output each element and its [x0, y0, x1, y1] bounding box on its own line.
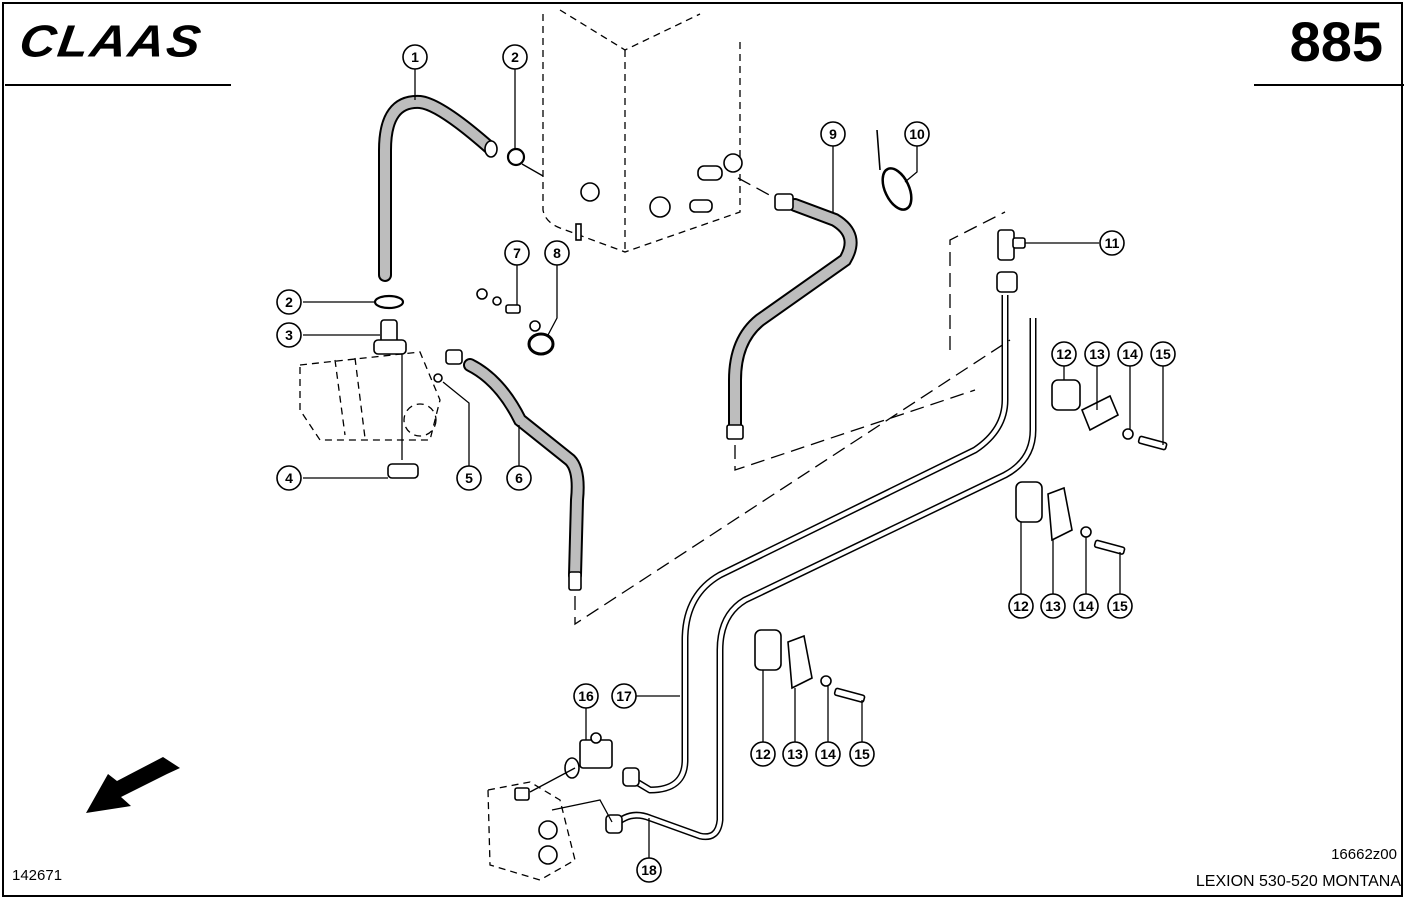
callout-12-upper[interactable]: 12: [1051, 341, 1077, 367]
callout-13-lower[interactable]: 13: [782, 741, 808, 767]
svg-text:8: 8: [553, 245, 561, 261]
pressure-hose-9: [726, 193, 858, 440]
svg-text:16: 16: [578, 688, 594, 704]
bolt-nut-set: [476, 288, 521, 314]
callout-15-middle[interactable]: 15: [1107, 593, 1133, 619]
callout-2-lower[interactable]: 2: [276, 289, 302, 315]
callout-4[interactable]: 4: [276, 465, 302, 491]
callout-13-upper[interactable]: 13: [1084, 341, 1110, 367]
callout-9[interactable]: 9: [820, 121, 846, 147]
sheet-number: 142671: [12, 867, 63, 884]
cable-tie: [876, 129, 913, 211]
clamp-set-lower: [754, 629, 866, 703]
svg-text:13: 13: [1045, 598, 1061, 614]
callout-15-upper[interactable]: 15: [1150, 341, 1176, 367]
callout-12-lower[interactable]: 12: [750, 741, 776, 767]
callout-5[interactable]: 5: [456, 465, 482, 491]
o-ring: [433, 373, 443, 383]
svg-text:11: 11: [1105, 235, 1120, 251]
callout-15-lower[interactable]: 15: [849, 741, 875, 767]
hose-bracket: [527, 320, 555, 356]
tee-fitting: [996, 229, 1026, 293]
svg-text:15: 15: [854, 746, 870, 762]
svg-text:18: 18: [641, 862, 657, 878]
callout-16[interactable]: 16: [573, 683, 599, 709]
callout-6[interactable]: 6: [506, 465, 532, 491]
svg-text:12: 12: [1056, 346, 1072, 362]
header-divider-left: [5, 84, 231, 86]
svg-text:14: 14: [1078, 598, 1094, 614]
tank-stud: [575, 223, 582, 241]
callout-14-middle[interactable]: 14: [1073, 593, 1099, 619]
tank-port-left: [580, 182, 600, 202]
callout-1[interactable]: 1: [402, 44, 428, 70]
hose-clamp-lower: [373, 294, 405, 310]
model-name: LEXION 530-520 MONTANA: [1195, 873, 1401, 890]
svg-text:6: 6: [515, 470, 523, 486]
callout-2-upper[interactable]: 2: [502, 44, 528, 70]
callout-3[interactable]: 3: [276, 322, 302, 348]
hose-clamp-upper: [506, 147, 544, 177]
distribution-block: [564, 732, 613, 779]
figure-code: 16662z00: [1331, 846, 1397, 863]
svg-text:10: 10: [909, 126, 925, 142]
svg-text:14: 14: [1122, 346, 1138, 362]
page-number: 885: [1289, 10, 1383, 73]
callout-11[interactable]: 11: [1099, 230, 1125, 256]
svg-text:15: 15: [1112, 598, 1128, 614]
pressure-hose-6: [445, 349, 585, 591]
svg-text:7: 7: [513, 245, 521, 261]
svg-text:5: 5: [465, 470, 473, 486]
svg-text:2: 2: [285, 294, 293, 310]
callout-14-upper[interactable]: 14: [1117, 341, 1143, 367]
direction-arrow-icon: [86, 757, 180, 813]
svg-text:3: 3: [285, 327, 293, 343]
suction-hose: [378, 94, 498, 282]
control-valve: [487, 767, 613, 881]
oil-tank-outline: [542, 9, 743, 253]
leader-lines: [303, 69, 1164, 858]
callout-7[interactable]: 7: [504, 240, 530, 266]
callout-12-middle[interactable]: 12: [1008, 593, 1034, 619]
tank-fitting-upper: [697, 165, 723, 181]
lower-flange: [387, 463, 419, 479]
svg-text:1: 1: [411, 49, 419, 65]
flange-fitting: [373, 319, 407, 355]
svg-text:13: 13: [1089, 346, 1105, 362]
svg-text:9: 9: [829, 126, 837, 142]
svg-text:13: 13: [787, 746, 803, 762]
callout-10[interactable]: 10: [904, 121, 930, 147]
callout-14-lower[interactable]: 14: [815, 741, 841, 767]
hydraulic-pump: [299, 351, 441, 460]
svg-text:12: 12: [1013, 598, 1029, 614]
svg-text:14: 14: [820, 746, 836, 762]
tank-port-middle: [649, 196, 671, 218]
callout-8[interactable]: 8: [544, 240, 570, 266]
clamp-set-middle: [1015, 481, 1126, 555]
svg-text:4: 4: [285, 470, 293, 486]
callout-18[interactable]: 18: [636, 857, 662, 883]
svg-text:12: 12: [755, 746, 771, 762]
clamp-set-upper: [1051, 379, 1168, 451]
callout-17[interactable]: 17: [611, 683, 637, 709]
svg-text:17: 17: [616, 688, 632, 704]
hydraulic-pipes: [605, 295, 1037, 841]
svg-text:2: 2: [511, 49, 519, 65]
callout-13-middle[interactable]: 13: [1040, 593, 1066, 619]
tank-fitting-lower: [689, 199, 713, 213]
header-divider-right: [1254, 84, 1404, 86]
svg-text:15: 15: [1155, 346, 1171, 362]
tank-clamp: [723, 153, 743, 173]
